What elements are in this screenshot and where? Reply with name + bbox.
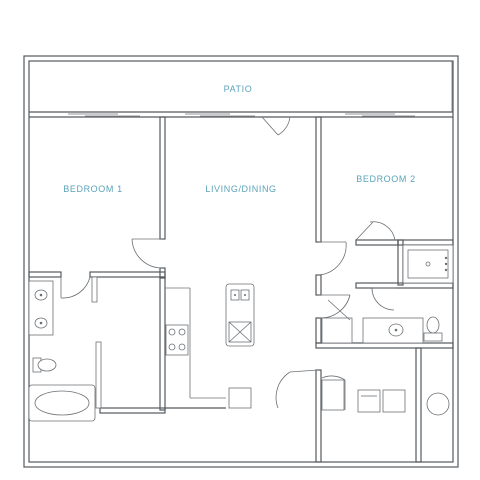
doors xyxy=(60,221,396,410)
patio: PATIO xyxy=(29,61,453,118)
room-labels: BEDROOM 1 LIVING/DINING BEDROOM 2 xyxy=(63,174,415,194)
kitchen xyxy=(165,283,255,409)
room-label-patio: PATIO xyxy=(224,84,253,94)
laundry xyxy=(321,379,450,416)
room-label-living-dining: LIVING/DINING xyxy=(205,184,276,194)
sliding-doors xyxy=(68,113,415,117)
bath-2-fixtures xyxy=(321,244,454,344)
interior-walls xyxy=(28,116,454,463)
patio-swing-door xyxy=(261,116,291,136)
room-label-bedroom-1: BEDROOM 1 xyxy=(63,184,122,194)
room-label-bedroom-2: BEDROOM 2 xyxy=(356,174,415,184)
bath-1-fixtures xyxy=(28,276,102,422)
